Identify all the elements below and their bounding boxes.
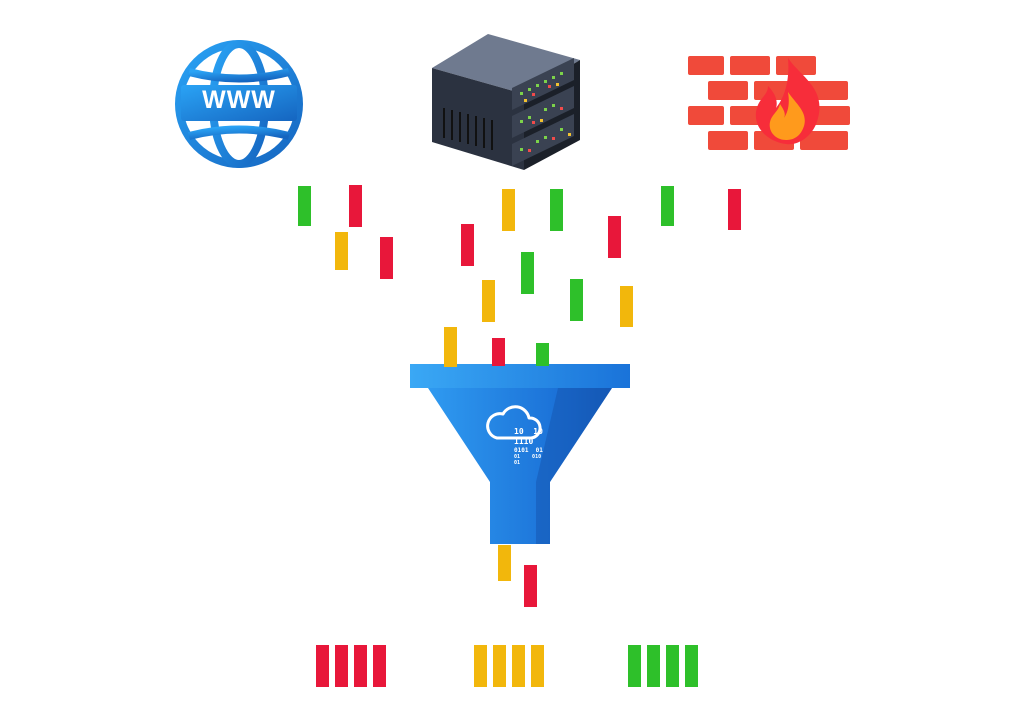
sorted-data-bar: [512, 645, 525, 687]
funnel-binary-text: 10 10 1110 0101 01 01 010 01: [514, 428, 564, 466]
falling-data-bar: [335, 232, 348, 270]
funnel-icon: [410, 364, 630, 544]
falling-data-bar: [349, 185, 362, 227]
binary-line: 10 10: [514, 427, 543, 436]
sorted-data-bar: [685, 645, 698, 687]
binary-line: 01: [514, 460, 521, 466]
falling-data-bar: [492, 338, 505, 366]
sorted-data-bar: [474, 645, 487, 687]
falling-data-bar: [620, 286, 633, 327]
falling-data-bar: [728, 189, 741, 230]
output-data-bar: [498, 545, 511, 581]
sorted-data-bar: [493, 645, 506, 687]
output-data-bar: [524, 565, 537, 607]
falling-data-bar: [661, 186, 674, 226]
sorted-data-bar: [335, 645, 348, 687]
firewall-icon: [688, 56, 850, 150]
server-rack-icon: [432, 34, 580, 170]
falling-data-bar: [502, 189, 515, 231]
sorted-data-bar: [316, 645, 329, 687]
cloud-icon: [486, 405, 542, 440]
sorted-data-bar: [647, 645, 660, 687]
globe-www-icon: [175, 40, 303, 168]
sorted-data-bar: [531, 645, 544, 687]
sorted-data-bar: [373, 645, 386, 687]
falling-data-bar: [608, 216, 621, 258]
sorted-data-bar: [666, 645, 679, 687]
falling-data-bar: [298, 186, 311, 226]
sorted-green-group: [628, 645, 708, 687]
falling-data-bar: [380, 237, 393, 279]
sorted-data-bar: [354, 645, 367, 687]
binary-line: 01 010: [514, 454, 542, 460]
binary-line: 0101 01: [514, 447, 543, 454]
falling-data-bar: [482, 280, 495, 322]
sorted-red-group: [316, 645, 392, 687]
sorted-yellow-group: [474, 645, 550, 687]
falling-data-bar: [550, 189, 563, 231]
falling-data-bar: [536, 343, 549, 366]
falling-data-bar: [461, 224, 474, 266]
falling-data-bar: [444, 327, 457, 367]
falling-data-bar: [570, 279, 583, 321]
globe-label: WWW: [202, 86, 276, 114]
binary-line: 1110: [514, 437, 534, 446]
sorted-data-bar: [628, 645, 641, 687]
falling-data-bar: [521, 252, 534, 294]
